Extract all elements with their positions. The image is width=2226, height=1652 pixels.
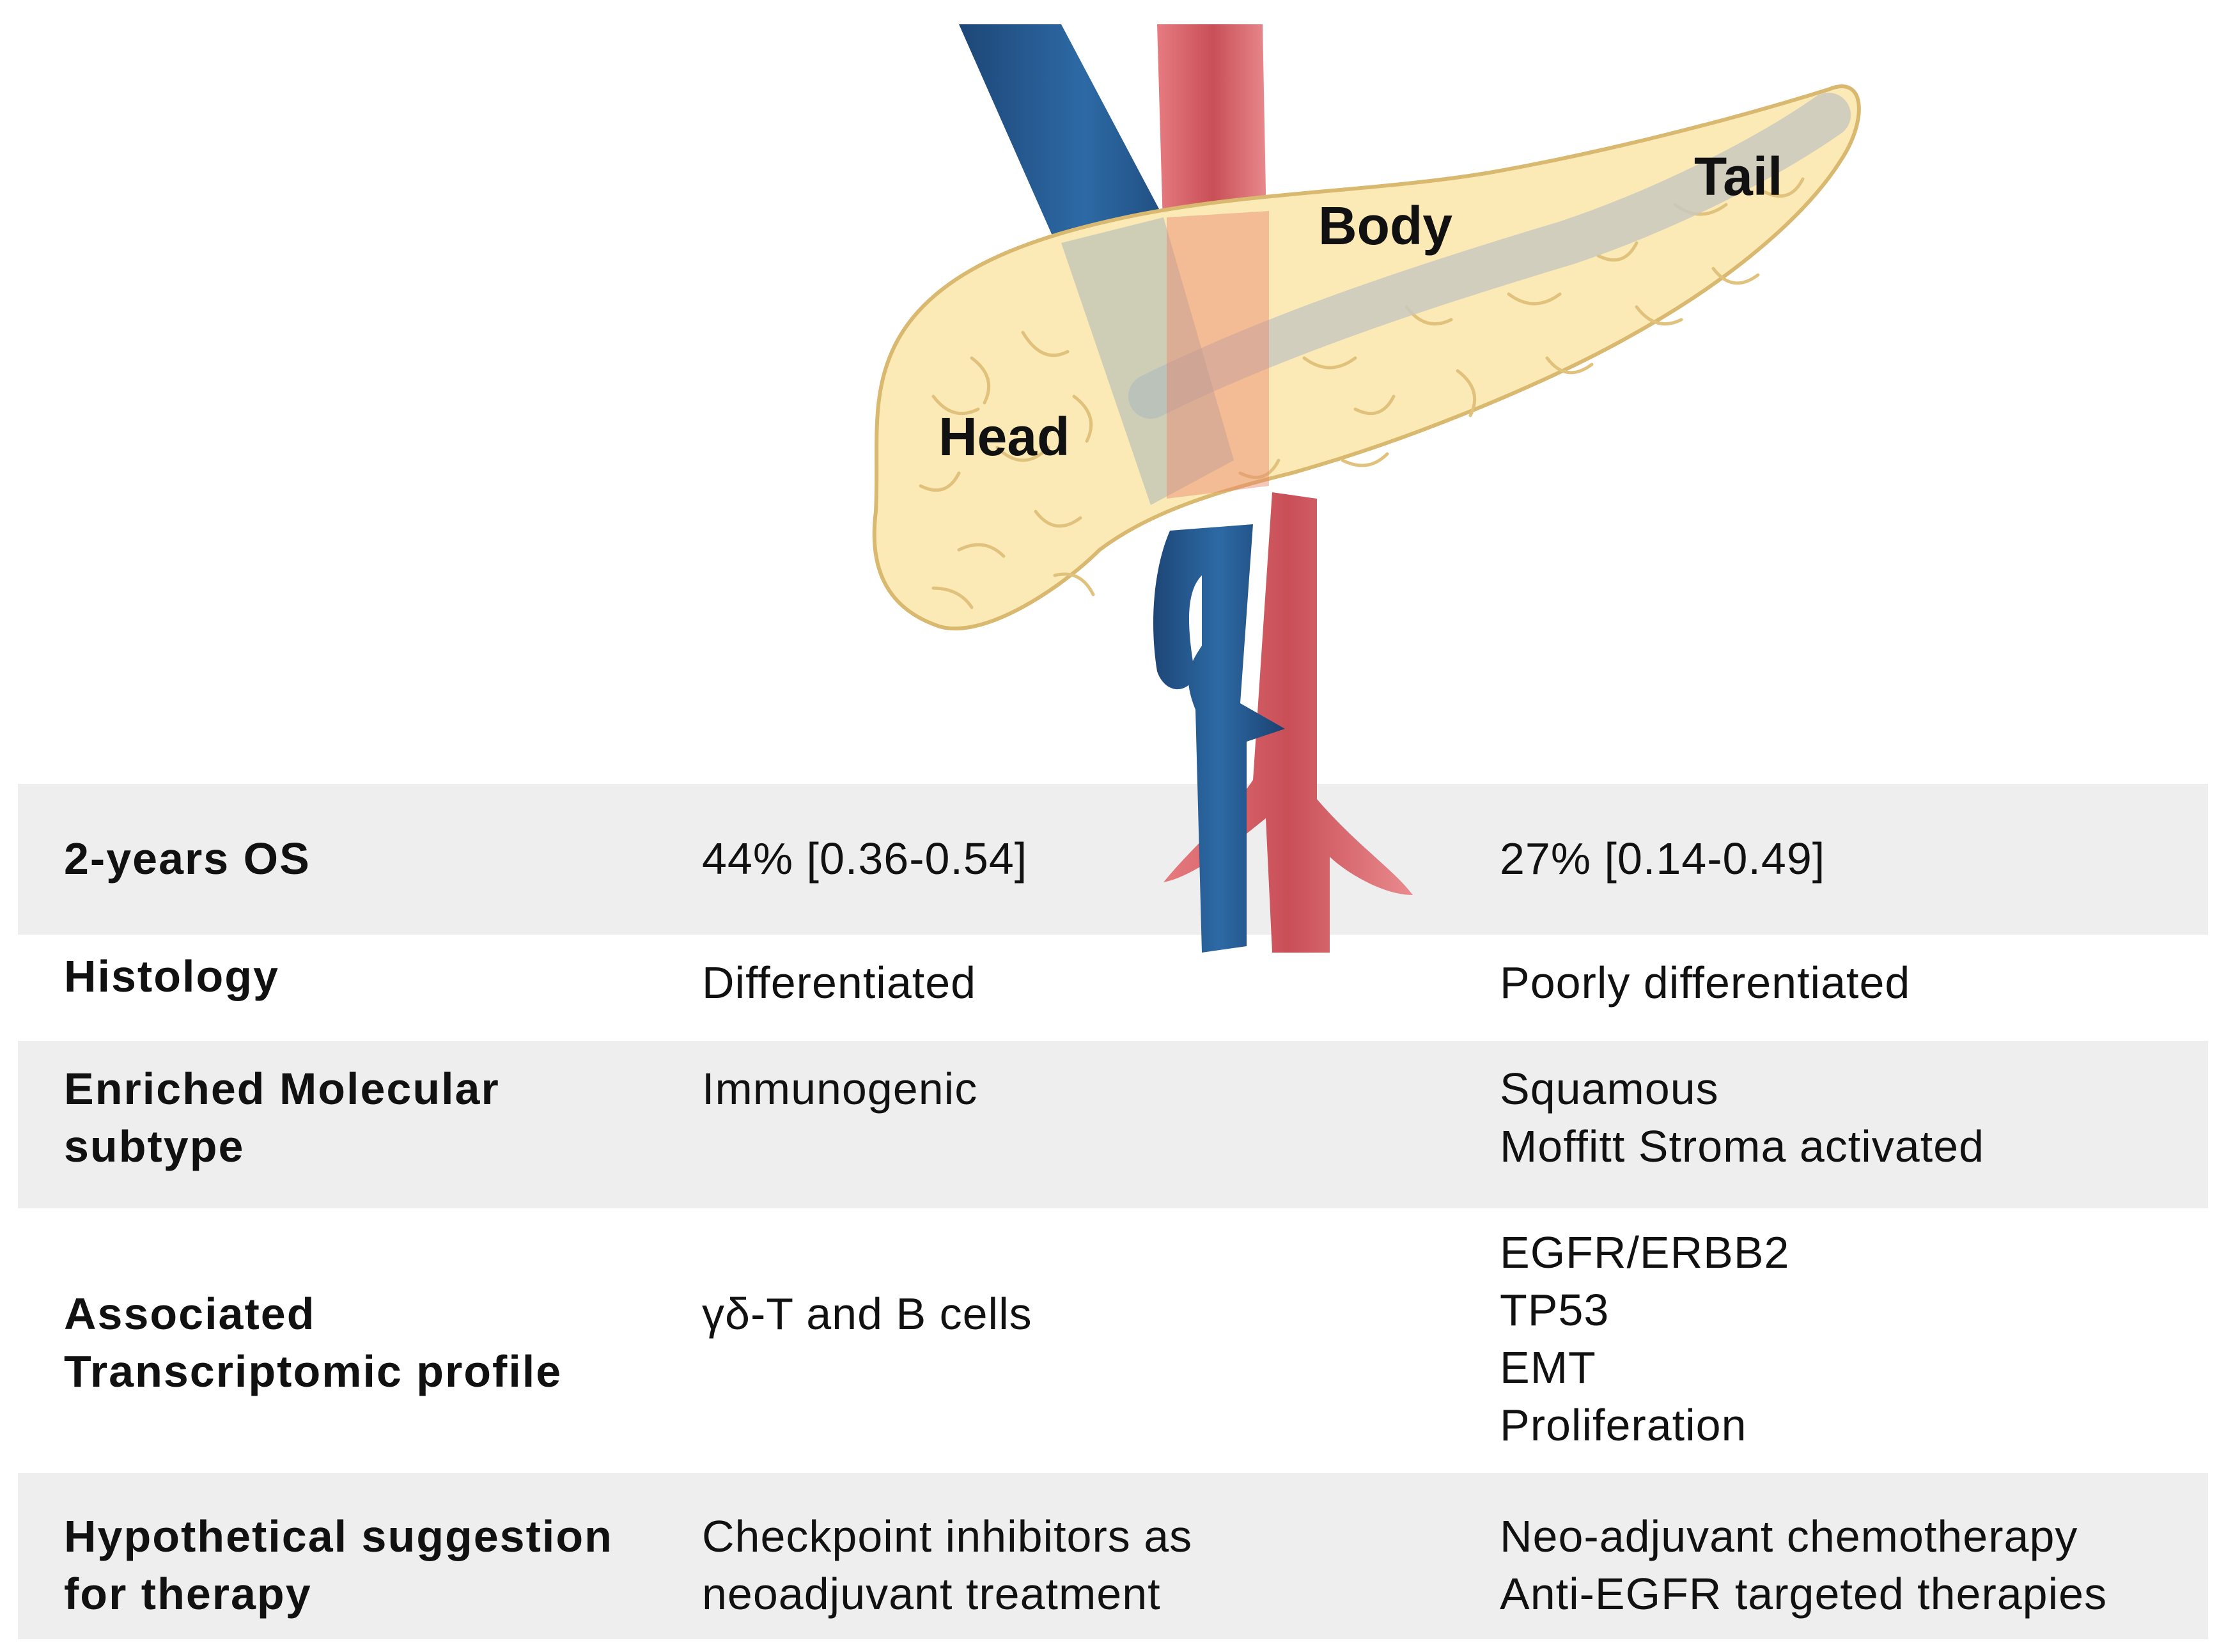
lobule-texture	[919, 177, 1805, 609]
lower-portal-vein	[1153, 524, 1285, 953]
pancreatic-duct	[1128, 93, 1851, 419]
head-value-os: 44% [0.36-0.54]	[702, 834, 1028, 884]
table-row-os: 2-years OS 44% [0.36-0.54] 27% [0.14-0.4…	[18, 784, 2208, 935]
table-row-molecular-subtype: Enriched Molecular subtype Immunogenic S…	[18, 1041, 2208, 1208]
head-value-histology: Differentiated	[702, 958, 977, 1008]
body-tail-value-therapy: Neo-adjuvant chemotherapy Anti-EGFR targ…	[1500, 1511, 2108, 1619]
table-row-histology: Histology Differentiated Poorly differen…	[18, 935, 2208, 1041]
row-label-histology: Histology	[64, 951, 279, 1001]
row-label-os: 2-years OS	[64, 834, 311, 884]
table-row-therapy: Hypothetical suggestion for therapy Chec…	[18, 1473, 2208, 1639]
head-value-transcriptomic-profile: γδ-T and B cells	[702, 1289, 1032, 1339]
row-label-therapy: Hypothetical suggestion for therapy	[64, 1511, 613, 1619]
row-label-transcriptomic-profile: Associated Transcriptomic profile	[64, 1289, 563, 1396]
row-label-molecular-subtype: Enriched Molecular subtype	[64, 1064, 500, 1171]
label-tail: Tail	[1694, 146, 1783, 207]
pancreas-illustration	[872, 24, 1861, 953]
body-tail-value-molecular-subtype: Squamous Moffitt Stroma activated	[1500, 1064, 1985, 1171]
table-row-transcriptomic-profile: Associated Transcriptomic profile γδ-T a…	[18, 1208, 2208, 1473]
head-value-molecular-subtype: Immunogenic	[702, 1064, 978, 1114]
body-tail-value-histology: Poorly differentiated	[1500, 958, 1911, 1008]
body-tail-value-os: 27% [0.14-0.49]	[1500, 834, 1826, 884]
head-value-therapy: Checkpoint inhibitors as neoadjuvant tre…	[702, 1511, 1193, 1619]
label-head: Head	[938, 407, 1070, 467]
body-tail-value-transcriptomic-profile: EGFR/ERBB2 TP53 EMT Proliferation	[1500, 1227, 1790, 1450]
label-body: Body	[1318, 196, 1452, 256]
